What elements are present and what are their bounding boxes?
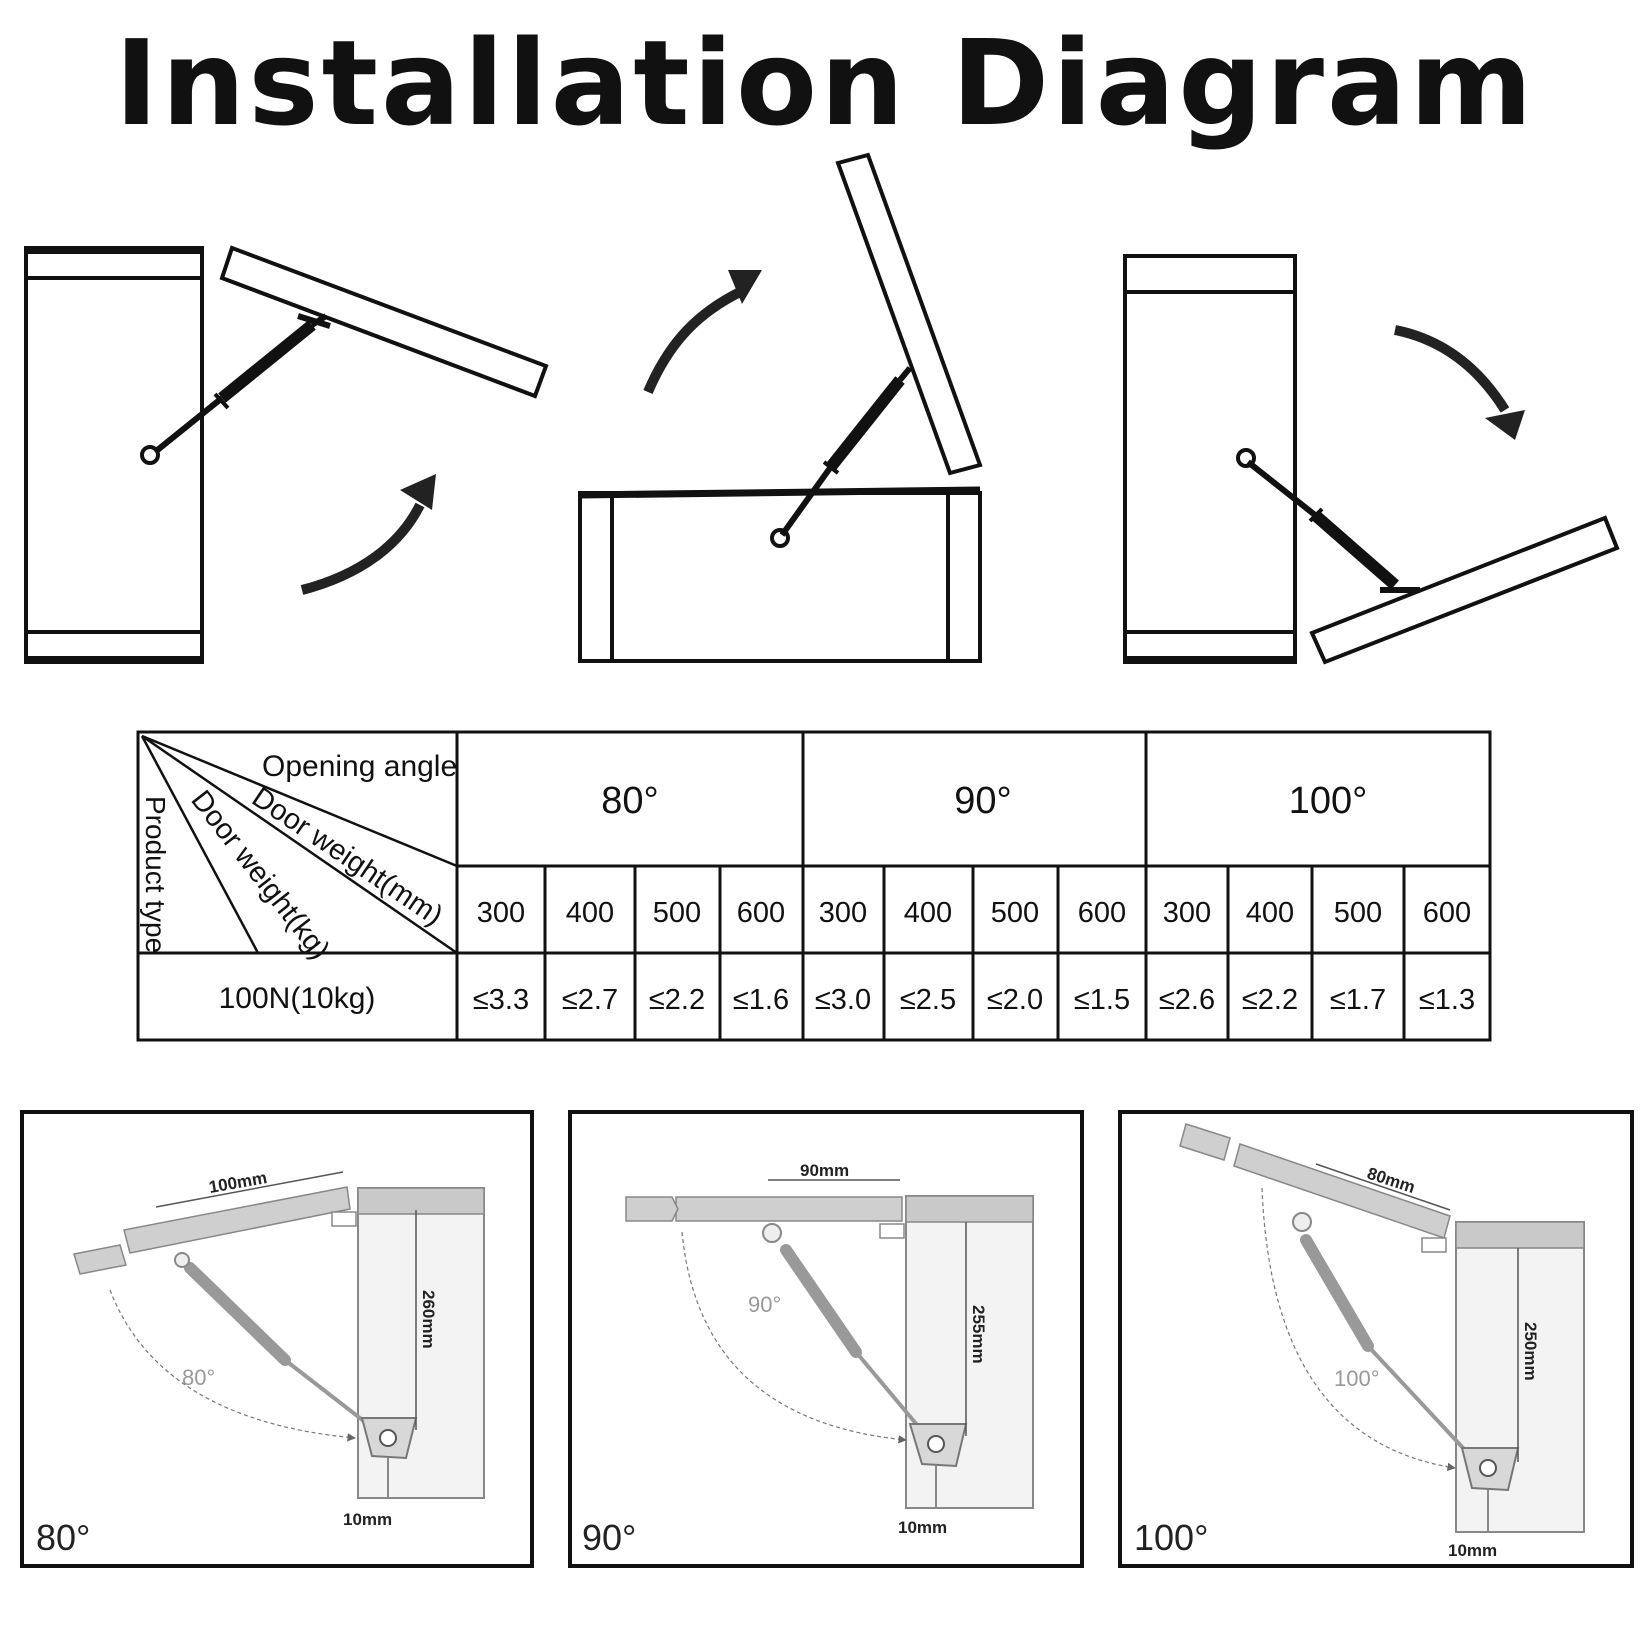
value-cell: ≤1.5	[1074, 984, 1130, 1016]
panel-angle-label: 80°	[36, 1517, 90, 1558]
size-cell: 600	[1423, 897, 1471, 929]
panel-angle-label: 100°	[1134, 1517, 1208, 1558]
size-cell: 500	[1334, 897, 1382, 929]
arrow-curved-up-2	[643, 270, 762, 394]
illustration-open-right	[24, 245, 549, 664]
detail-panel-100: 80mm 250mm 100° 10mm 100°	[1118, 1110, 1634, 1568]
value-cell: ≤2.6	[1159, 984, 1215, 1016]
strut-pivot	[770, 528, 790, 548]
illustration-open-up	[578, 152, 983, 663]
value-cell: ≤2.5	[900, 984, 956, 1016]
detail-panel-80: 100mm 260mm 80° 10mm 80°	[20, 1110, 534, 1568]
value-cell: ≤2.2	[1242, 984, 1298, 1016]
arrow-curved-down	[1394, 325, 1525, 440]
horizontal-dimension: 90mm	[800, 1161, 849, 1180]
cabinet-body	[1123, 254, 1297, 664]
detail-panel-90: 90mm 255mm 90° 10mm 90°	[568, 1110, 1084, 1568]
size-cell: 600	[1078, 897, 1126, 929]
cabinet-lid	[219, 245, 549, 399]
vertical-dimension: 260mm	[419, 1290, 438, 1349]
angle-100: 100°	[1289, 780, 1368, 822]
size-cell: 300	[819, 897, 867, 929]
angle-80: 80°	[601, 780, 658, 822]
cabinet-body	[578, 491, 982, 663]
bottom-dimension: 10mm	[1448, 1541, 1497, 1560]
value-cell: ≤1.6	[733, 984, 789, 1016]
size-cell: 500	[653, 897, 701, 929]
spec-table: Opening angle Door weight(mm) Door weigh…	[136, 730, 1492, 1042]
size-cell: 300	[477, 897, 525, 929]
size-cell: 400	[566, 897, 614, 929]
value-cell: ≤2.0	[987, 984, 1043, 1016]
header-product-type: Product type	[140, 796, 171, 953]
value-cell: ≤2.2	[649, 984, 705, 1016]
vertical-dimension: 250mm	[1521, 1322, 1540, 1381]
bottom-dimension: 10mm	[343, 1510, 392, 1529]
bottom-dimension: 10mm	[898, 1518, 947, 1537]
size-cell: 300	[1163, 897, 1211, 929]
arc-angle-label: 80°	[182, 1365, 215, 1390]
product-type-cell: 100N(10kg)	[219, 982, 376, 1015]
arc-angle-label: 100°	[1334, 1366, 1380, 1391]
value-cell: ≤3.3	[473, 984, 529, 1016]
cabinet-lid	[835, 152, 983, 476]
angle-90: 90°	[954, 780, 1011, 822]
value-cell: ≤2.7	[562, 984, 618, 1016]
size-cell: 600	[737, 897, 785, 929]
illustration-open-down	[1123, 254, 1620, 665]
arc-angle-label: 90°	[748, 1292, 781, 1317]
strut-pivot	[1236, 448, 1256, 468]
size-cell: 500	[991, 897, 1039, 929]
header-opening-angle: Opening angle	[262, 750, 457, 783]
value-cell: ≤1.7	[1330, 984, 1386, 1016]
value-cell: ≤3.0	[815, 984, 871, 1016]
arrow-curved-up-1	[300, 474, 436, 595]
page-title: Installation Diagram	[114, 14, 1536, 152]
size-cell: 400	[1246, 897, 1294, 929]
strut-pivot	[140, 445, 160, 465]
vertical-dimension: 255mm	[969, 1305, 988, 1364]
panel-angle-label: 90°	[582, 1517, 636, 1558]
cabinet-body	[24, 246, 204, 664]
value-cell: ≤1.3	[1419, 984, 1475, 1016]
size-cell: 400	[904, 897, 952, 929]
cabinet-lid	[1309, 515, 1620, 665]
